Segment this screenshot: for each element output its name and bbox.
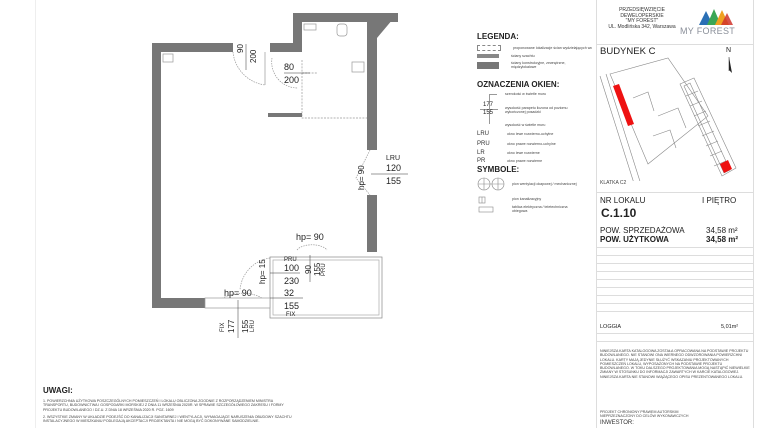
usable-area-label: POW. UŻYTKOWA: [600, 235, 669, 244]
loggia-area: 5,01m²: [721, 324, 739, 330]
sill-bottom: 155: [483, 110, 494, 116]
sales-area-label: POW. SPRZEDAŻOWA: [600, 226, 685, 235]
bottom-fix-label: FIX: [220, 322, 226, 332]
symbols-title: SYMBOLE:: [477, 165, 520, 174]
door-bath-width: 80: [284, 62, 295, 72]
electric-panel-icon: [478, 206, 494, 213]
structural-wall-swatch: [477, 61, 499, 69]
note-1: 1. POWIERZCHNIA UŻYTKOWA POSZCZEGÓLNYCH …: [43, 399, 284, 412]
north-label: N: [726, 47, 732, 54]
fix-window-width: 32: [284, 288, 295, 298]
logo-text: MY FOREST: [680, 26, 736, 36]
copyright-note: PROJEKT CHRONIONY PRAWEM AUTORSKIM NIEPR…: [600, 410, 689, 419]
symbol-icons: [477, 177, 505, 213]
bottom-lru-label: LRU: [250, 319, 256, 332]
window-right-hp: hp= 90: [357, 165, 366, 190]
balcony-door-height: 230: [284, 276, 300, 286]
door-entry-width: 90: [236, 44, 245, 53]
symbol-label: tablica elektryczna / teletechniczna obi…: [512, 205, 568, 214]
balcony-loggia: [269, 256, 383, 319]
legend-item: ściany konstrukcyjne, zewnętrzne, między…: [477, 61, 571, 70]
balcony-door-type: PRU: [284, 257, 297, 263]
window-top-type: PRU: [321, 263, 327, 276]
shaft-top: [303, 23, 317, 31]
loggia-label: LOGGIA: [600, 324, 622, 330]
bottom-window-hp: hp= 90: [224, 288, 252, 298]
balcony-door-width: 100: [284, 263, 300, 273]
window-right-height: 155: [386, 176, 402, 186]
floor-label: I PIĘTRO: [702, 196, 737, 205]
usable-area-value: 34,58 m²: [706, 235, 739, 244]
unit-nr-label: NR LOKALU: [600, 196, 646, 205]
dimension-lines: [237, 44, 408, 338]
investor-label: INWESTOR:: [600, 420, 634, 426]
staircase-label: KLATKA C2: [600, 180, 627, 186]
shaft-wall-swatch: [477, 54, 499, 59]
balcony-door-hp: hp= 15: [258, 259, 267, 284]
window-top-width: 90: [304, 265, 313, 274]
toilet: [336, 23, 348, 37]
door-bath-swing: [271, 57, 299, 89]
company-info: PRZEDSIĘWZIĘCIE DEWELOPERSKIE "MY FOREST…: [608, 7, 676, 30]
window-right-width: 120: [386, 163, 402, 173]
site-map: [599, 57, 737, 181]
legend-item: ściany szachtu: [477, 54, 535, 59]
note-2: 2. WSZYSTKIE ZMIANY W UKŁADZIE PODEJŚĆ D…: [43, 415, 292, 424]
sill-top: 177: [483, 102, 494, 108]
bottom-fix-width: 177: [227, 319, 236, 333]
legend-item: proponowane lokalizacje ścian wydzielają…: [477, 45, 593, 51]
door-bath-height: 200: [284, 75, 300, 85]
unit-highlight: [720, 160, 732, 173]
north-arrow-icon: [728, 57, 732, 73]
door-entry-height: 200: [249, 49, 258, 63]
disclaimer: NINIEJSZA KARTA KATALOGOWA ZOSTAŁA OPRAC…: [600, 349, 750, 379]
dashed-wall-swatch: [477, 45, 501, 51]
legend-title: LEGENDA:: [477, 32, 519, 41]
window-top-swing: [296, 244, 328, 251]
balcony-door-swing: [239, 257, 271, 291]
building-title: BUDYNEK C: [600, 46, 656, 57]
bottom-lru-width: 155: [241, 319, 250, 333]
window-top-hp: hp= 90: [296, 232, 324, 242]
sill-note: wysokość parapetu liczona od poziomu wyk…: [505, 106, 568, 115]
sink: [351, 61, 365, 73]
width-note: szerokość w świetle muru: [505, 92, 546, 96]
windows-title: OZNACZENIA OKIEN:: [477, 80, 560, 89]
notes-title: UWAGI:: [43, 386, 73, 395]
symbol-label: pion wentylacji okapowej / mechanicznej: [512, 182, 577, 186]
my-forest-logo: [699, 9, 733, 25]
shaft-left: [162, 53, 174, 63]
fix-window-height: 155: [284, 301, 300, 311]
fix-window-type: FIX: [286, 312, 296, 318]
height-note: wysokość w świetle muru: [505, 123, 546, 127]
wall-main: [152, 43, 233, 308]
symbol-label: pion kanalizacyjny: [512, 197, 542, 201]
wall-bath-top: [302, 13, 398, 22]
shaft-wall: [268, 113, 302, 117]
unit-number: C.1.10: [601, 206, 637, 220]
building-highlight: [613, 84, 634, 126]
window-right-swing: [355, 149, 371, 196]
bottom-window-swing: [219, 292, 266, 301]
sales-area-value: 34,58 m²: [706, 226, 738, 235]
window-right-type: LRU: [386, 155, 401, 162]
